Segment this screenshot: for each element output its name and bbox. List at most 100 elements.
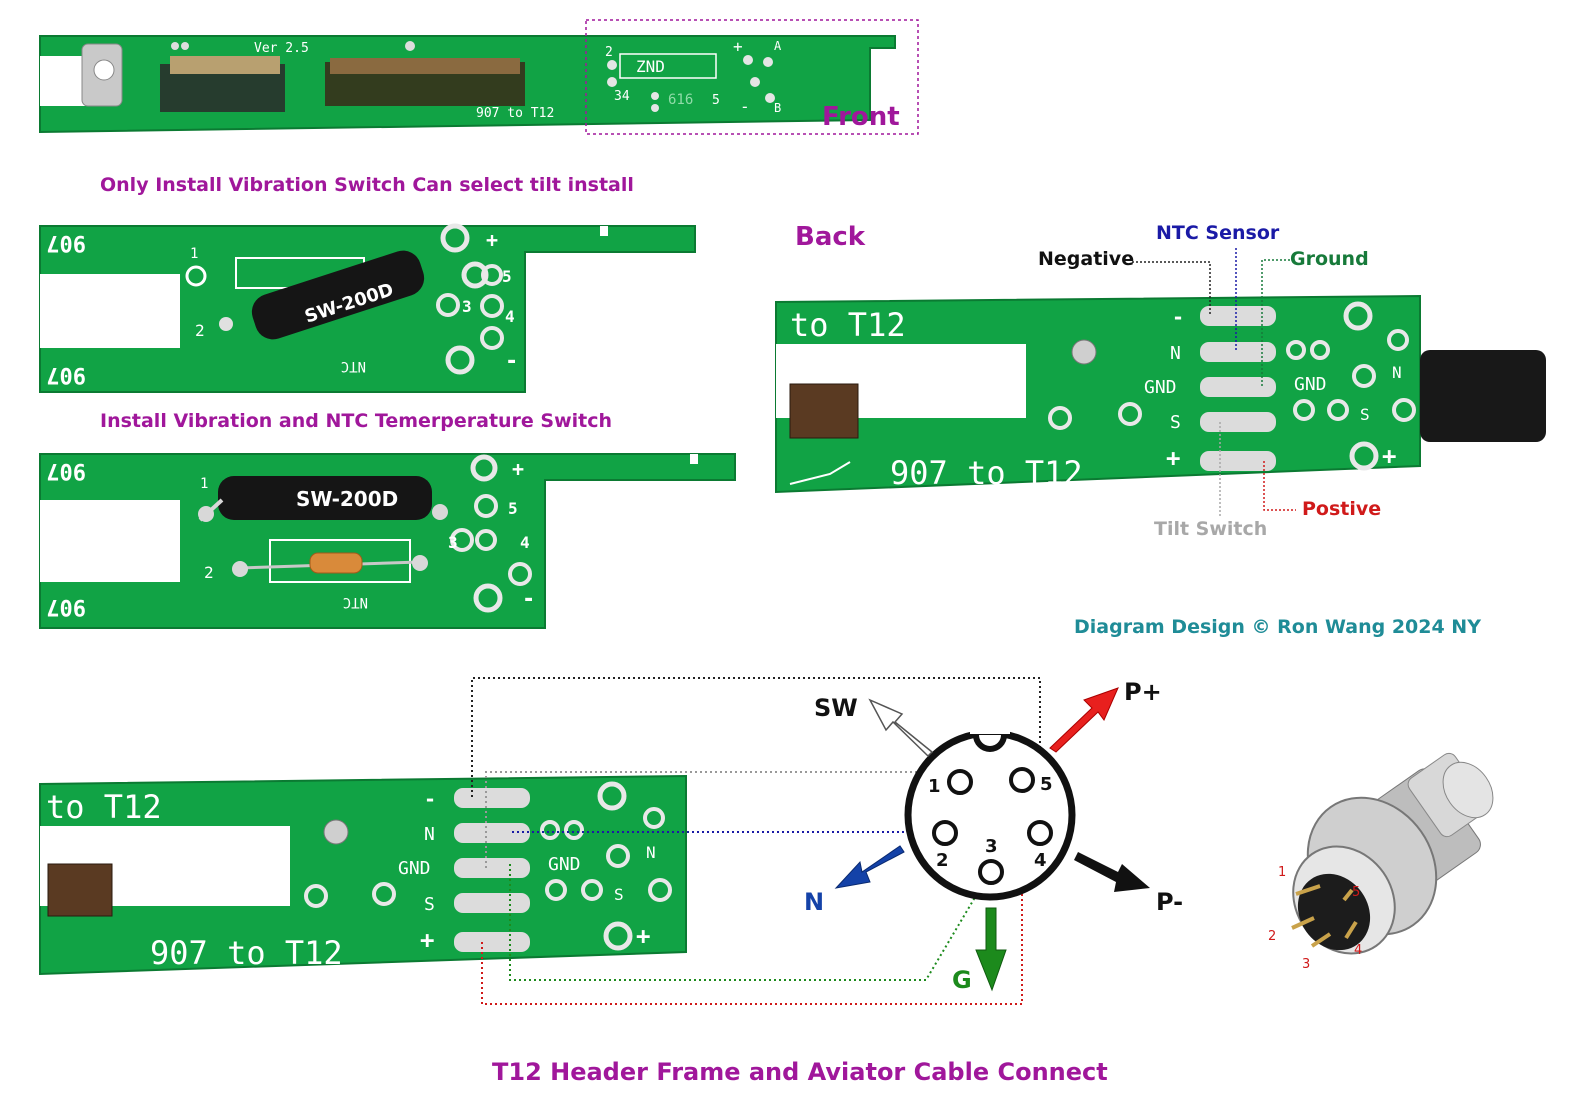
- connector-schematic: 1 2 3 4 5 SW P+ P- N G: [804, 678, 1183, 994]
- callout-line-positive: [1263, 461, 1296, 511]
- p-plus-arrow: [1049, 687, 1119, 753]
- back-board: to T12 907 to T12 - N GND S + GND N S +: [775, 248, 1546, 518]
- pin-4: [1027, 820, 1053, 846]
- connector-pad-label-plus: +: [420, 926, 434, 954]
- n-label: N: [804, 888, 824, 916]
- ntc-silk-2: 2: [204, 563, 214, 582]
- ntc-silk-5: 5: [508, 499, 518, 518]
- tilt-silk-2: 2: [195, 321, 205, 340]
- connector-right-label-s: S: [614, 885, 624, 904]
- wire-tilt-switch: [485, 771, 1010, 868]
- pin-1: [947, 769, 973, 795]
- connector-right-label-gnd: GND: [548, 854, 581, 875]
- pin-label-5: 5: [1040, 774, 1053, 795]
- tilt-silk-minus: -: [505, 349, 518, 374]
- front-board: Ver 2.5 907 to T12 ZND 2 34 616 5 + - A …: [39, 19, 919, 135]
- front-silk-plus: +: [733, 37, 743, 56]
- p-minus-arrow: [1074, 852, 1150, 892]
- connector-silk-to-t12: to T12: [46, 788, 162, 826]
- front-silk-znd: ZND: [636, 57, 665, 76]
- callout-ground: Ground: [1290, 248, 1369, 270]
- n-arrow: [834, 845, 905, 889]
- back-cable: [1420, 350, 1546, 442]
- callout-ntc-sensor: NTC Sensor: [1156, 222, 1280, 244]
- connector-silk-title: 907 to T12: [150, 934, 343, 972]
- page-title: T12 Header Frame and Aviator Cable Conne…: [492, 1058, 1108, 1086]
- callout-line-ground: [1261, 259, 1290, 387]
- ntc-board: 907 907 SW-200D 1 2 NTC + 5 3 4 -: [39, 453, 736, 629]
- pin-label-2: 2: [936, 850, 949, 871]
- ntc-silk-ntc: NTC: [343, 594, 368, 610]
- p-plus-label: P+: [1124, 678, 1162, 706]
- front-silk-34: 34: [614, 89, 630, 104]
- ntc-silk-907-bottom: 907: [46, 594, 86, 619]
- connector-pad-label-gnd: GND: [398, 858, 431, 879]
- tilt-silk-5: 5: [502, 267, 512, 286]
- back-pad-label-s: S: [1170, 412, 1181, 433]
- front-silk-version: Ver 2.5: [254, 41, 309, 56]
- back-pad-label-minus: -: [1172, 305, 1184, 329]
- plug-pin-label-5: 5: [1352, 885, 1360, 900]
- wire-negative-sw: [471, 677, 1041, 798]
- tilt-silk-907-bottom: 907: [46, 362, 86, 387]
- back-silk-to-t12: to T12: [790, 306, 906, 344]
- plug-pin-label-1: 1: [1278, 865, 1286, 880]
- front-silk-title: 907 to T12: [476, 106, 554, 121]
- tilt-silk-907-top: 907: [46, 230, 86, 255]
- pin-5: [1009, 767, 1035, 793]
- connector-pad-label-n: N: [424, 824, 435, 845]
- ntc-sw200d-label: SW-200D: [296, 487, 398, 511]
- front-silk-616: 616: [668, 92, 693, 108]
- back-pad-label-n: N: [1170, 343, 1181, 364]
- pin-label-3: 3: [985, 836, 998, 857]
- pin-3: [978, 859, 1004, 885]
- ntc-silk-907-top: 907: [46, 458, 86, 483]
- wire-positive: [481, 786, 1023, 1005]
- pin-label-4: 4: [1034, 850, 1047, 871]
- callout-line-negative: [1132, 261, 1211, 316]
- callout-positive: Postive: [1302, 498, 1382, 520]
- plug-pin-label-4: 4: [1354, 943, 1362, 958]
- pin-label-1: 1: [928, 776, 941, 797]
- sw-arrow: [868, 698, 934, 758]
- g-label: G: [952, 966, 972, 994]
- connector-right-label-plus: +: [636, 922, 650, 950]
- tilt-silk-3: 3: [462, 297, 472, 316]
- ntc-sw200d-component: [218, 476, 432, 520]
- front-silk-minus: -: [740, 97, 750, 116]
- ntc-silk-1: 1: [200, 476, 208, 492]
- tilt-sw200d-component: [251, 250, 425, 340]
- back-pad-label-plus: +: [1166, 444, 1180, 472]
- ntc-silk-plus: +: [512, 457, 524, 481]
- front-highlight-box: [585, 19, 919, 135]
- connector-pad-label-s: S: [424, 894, 435, 915]
- back-right-label-gnd: GND: [1294, 374, 1327, 395]
- front-silk-b: B: [774, 101, 781, 115]
- front-silk-5: 5: [712, 93, 720, 108]
- front-silk-2: 2: [605, 45, 613, 60]
- ntc-thermistor: [309, 552, 363, 574]
- tilt-silk-ntc: NTC: [341, 358, 366, 374]
- ntc-caption: Install Vibration and NTC Temerperature …: [100, 410, 613, 432]
- front-label: Front: [822, 102, 900, 132]
- back-label: Back: [795, 222, 866, 252]
- callout-tilt-switch: Tilt Switch: [1154, 518, 1268, 540]
- tilt-board: 907 907 SW-200D 1 2 NTC + 5 3 4 -: [39, 223, 696, 393]
- back-silk-title: 907 to T12: [890, 454, 1083, 492]
- p-minus-label: P-: [1156, 888, 1183, 916]
- connector-pad-label-minus: -: [424, 787, 436, 811]
- tilt-caption: Only Install Vibration Switch Can select…: [100, 174, 634, 196]
- connector-spring-contact: [47, 863, 113, 917]
- wiring: [471, 677, 1041, 1005]
- ntc-silk-4: 4: [520, 533, 530, 552]
- aviator-plug: 1 2 3 4 5: [1268, 752, 1494, 972]
- back-right-label-plus: +: [1382, 442, 1396, 470]
- plug-pin-label-2: 2: [1268, 929, 1276, 944]
- callout-negative: Negative: [1038, 248, 1135, 270]
- pin-2: [932, 820, 958, 846]
- back-right-label-n: N: [1392, 363, 1402, 382]
- back-spring-contact: [789, 383, 859, 439]
- front-silk-a: A: [774, 39, 782, 53]
- sw-label: SW: [814, 694, 858, 722]
